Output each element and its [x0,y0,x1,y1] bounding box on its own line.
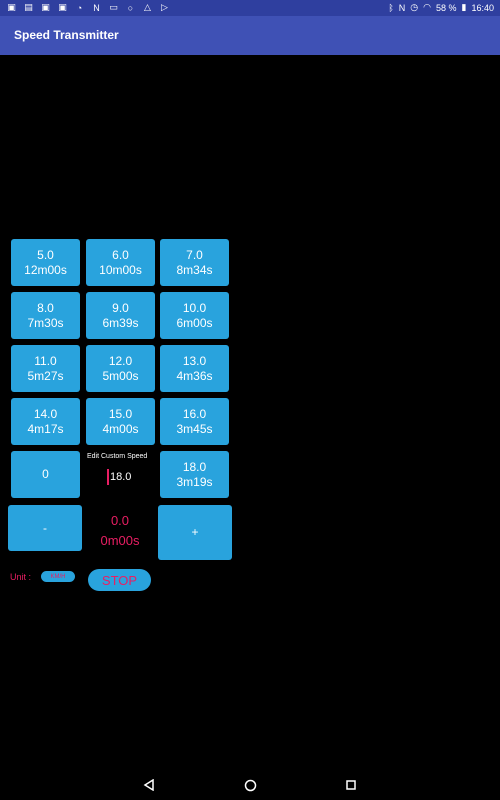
nfc-icon: N [398,2,406,13]
triangle-icon: △ [144,2,151,12]
unit-label: Unit : [10,572,32,582]
wifi-icon: ◠ [423,2,431,12]
content-area [0,55,500,770]
speed-value: 8.0 [37,300,54,315]
speed-button-5[interactable]: 5.0 12m00s [11,239,80,286]
home-icon[interactable] [243,778,257,792]
decrease-speed-button[interactable]: - [8,505,82,551]
speed-value: 7.0 [186,247,203,262]
bluetooth-icon: ᛒ [388,2,394,13]
clock: 16:40 [471,2,494,13]
pace-value: 7m30s [27,315,64,330]
pace-value: 3m19s [176,474,213,489]
battery-icon: ▮ [461,2,467,12]
alarm-icon: ◷ [410,2,419,12]
speed-value: 16.0 [182,406,207,421]
custom-speed-label: Edit Custom Speed [87,453,148,460]
zero-speed-button[interactable]: 0 [11,451,80,498]
status-left-icons: ▣ ▤ ▣ ▣ ◔ N ▭ ○ △ ▷ [6,2,170,13]
current-speed-display: 0.0 0m00s [94,511,146,551]
speed-button-6[interactable]: 6.0 10m00s [86,239,155,286]
status-bar: ▣ ▤ ▣ ▣ ◔ N ▭ ○ △ ▷ ᛒ N ◷ ◠ 58 % ▮ 16:40 [0,0,500,16]
bulb-icon: ◔ [76,2,83,13]
speed-value: 14.0 [33,406,58,421]
speed-button-15[interactable]: 15.0 4m00s [86,398,155,445]
navigation-bar [0,770,500,800]
speed-button-16[interactable]: 16.0 3m45s [160,398,229,445]
chat-icon: ▭ [109,2,118,12]
back-icon[interactable] [142,778,156,792]
image-icon: ▣ [7,2,16,12]
status-right-icons: ᛒ N ◷ ◠ 58 % ▮ 16:40 [388,2,494,13]
pace-value: 5m27s [27,368,64,383]
pace-value: 8m34s [176,262,213,277]
speed-button-14[interactable]: 14.0 4m17s [11,398,80,445]
pace-value: 3m45s [176,421,213,436]
custom-speed-input[interactable]: 18.0 [107,467,155,487]
speed-button-12[interactable]: 12.0 5m00s [86,345,155,392]
speed-value: 13.0 [182,353,207,368]
pace-value: 10m00s [99,262,142,277]
speed-value: 15.0 [108,406,133,421]
speed-value: 10.0 [182,300,207,315]
speed-value: 11.0 [34,353,57,368]
n-icon: N [93,2,100,13]
speed-value: 12.0 [108,353,133,368]
custom-speed-button[interactable]: 18.0 3m19s [160,451,229,498]
image-icon: ▣ [41,2,50,12]
page-title: Speed Transmitter [14,28,119,42]
speed-value: 9.0 [112,300,129,315]
unit-toggle[interactable]: KM/H [41,571,75,582]
speed-button-8[interactable]: 8.0 7m30s [11,292,80,339]
plus-label: + [191,525,199,539]
speed-button-13[interactable]: 13.0 4m36s [160,345,229,392]
pace-value: 4m36s [176,368,213,383]
document-icon: ▤ [24,2,33,12]
current-speed-value: 0.0 [110,513,130,528]
minus-label: - [43,520,47,535]
speed-button-11[interactable]: 11.0 5m27s [11,345,80,392]
pace-value: 4m17s [27,421,64,436]
battery-text: 58 % [436,2,457,13]
speed-value: 18.0 [182,459,207,474]
pace-value: 5m00s [102,368,139,383]
pace-value: 6m39s [102,315,139,330]
increase-speed-button[interactable]: + [158,505,232,560]
speed-value: 6.0 [112,247,129,262]
custom-speed-value: 18.0 [110,471,132,483]
zero-label: 0 [42,467,49,481]
pace-value: 4m00s [102,421,139,436]
circle-icon: ○ [127,2,134,13]
speed-button-10[interactable]: 10.0 6m00s [160,292,229,339]
image-icon: ▣ [58,2,67,12]
speed-button-9[interactable]: 9.0 6m39s [86,292,155,339]
speed-button-7[interactable]: 7.0 8m34s [160,239,229,286]
app-bar: Speed Transmitter [0,16,500,55]
play-icon: ▷ [161,2,168,12]
stop-button[interactable]: STOP [88,569,151,591]
speed-value: 5.0 [37,247,54,262]
text-caret [107,469,109,485]
pace-value: 6m00s [176,315,213,330]
recents-icon[interactable] [344,778,358,792]
pace-value: 12m00s [24,262,67,277]
current-pace-value: 0m00s [100,533,140,548]
